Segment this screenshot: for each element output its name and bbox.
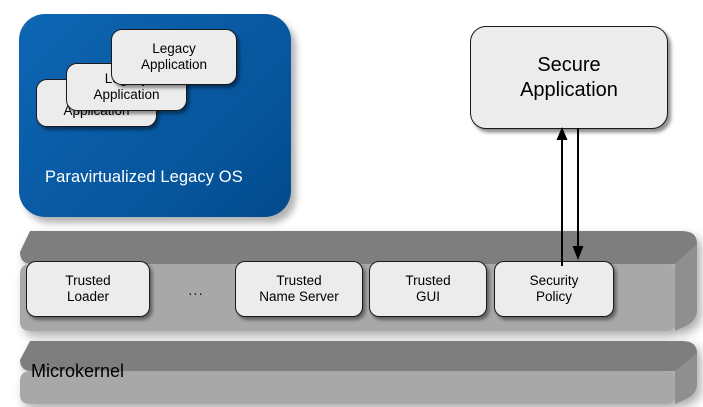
secure-app-line2: Application [520,78,618,101]
services-bar-top-face [20,231,697,264]
services-ellipsis: ... [188,282,204,299]
microkernel-bar-side-face [675,353,697,404]
legacy-app-line2-3: Application [140,57,208,72]
service-label-security-policy: Security Policy [530,273,579,306]
service-line2-trusted-loader: Loader [66,289,110,304]
microkernel-label: Microkernel [31,361,125,381]
service-line2-trusted-gui: GUI [415,289,440,304]
legacy-application-box-3[interactable]: Legacy Application [111,29,237,85]
legacy-application-label-3: Legacy Application [141,41,207,74]
connection-arrows [540,120,610,270]
secure-app-line1: Secure [537,53,601,76]
microkernel-bar-top-face [20,341,697,371]
service-label-trusted-loader: Trusted Loader [65,273,110,306]
arrow-up-policy-to-secure-app [556,127,568,266]
services-bar-side-face [675,244,697,331]
secure-application-box[interactable]: Secure Application [470,26,668,129]
service-label-trusted-gui: Trusted GUI [405,273,450,306]
service-line2-security-policy: Policy [535,289,572,304]
microkernel-bar-front-face [20,371,675,404]
service-line2-trusted-name-server: Name Server [259,289,339,304]
service-line1-trusted-name-server: Trusted [276,272,322,288]
service-box-trusted-name-server[interactable]: Trusted Name Server [235,261,363,317]
service-line1-trusted-loader: Trusted [65,272,111,288]
secure-application-label: Secure Application [520,53,618,103]
service-label-trusted-name-server: Trusted Name Server [259,273,339,306]
service-box-trusted-loader[interactable]: Trusted Loader [26,261,150,317]
service-box-trusted-gui[interactable]: Trusted GUI [369,261,487,317]
microkernel-bar [8,340,698,405]
service-line1-trusted-gui: Trusted [405,272,451,288]
legacy-os-label: Paravirtualized Legacy OS [45,168,243,186]
arrow-down-secure-app-to-policy [572,128,584,260]
service-line1-security-policy: Security [529,272,579,288]
legacy-app-line2-2: Application [93,87,160,102]
service-box-security-policy[interactable]: Security Policy [494,261,614,317]
legacy-app-line1-3: Legacy [152,40,196,56]
